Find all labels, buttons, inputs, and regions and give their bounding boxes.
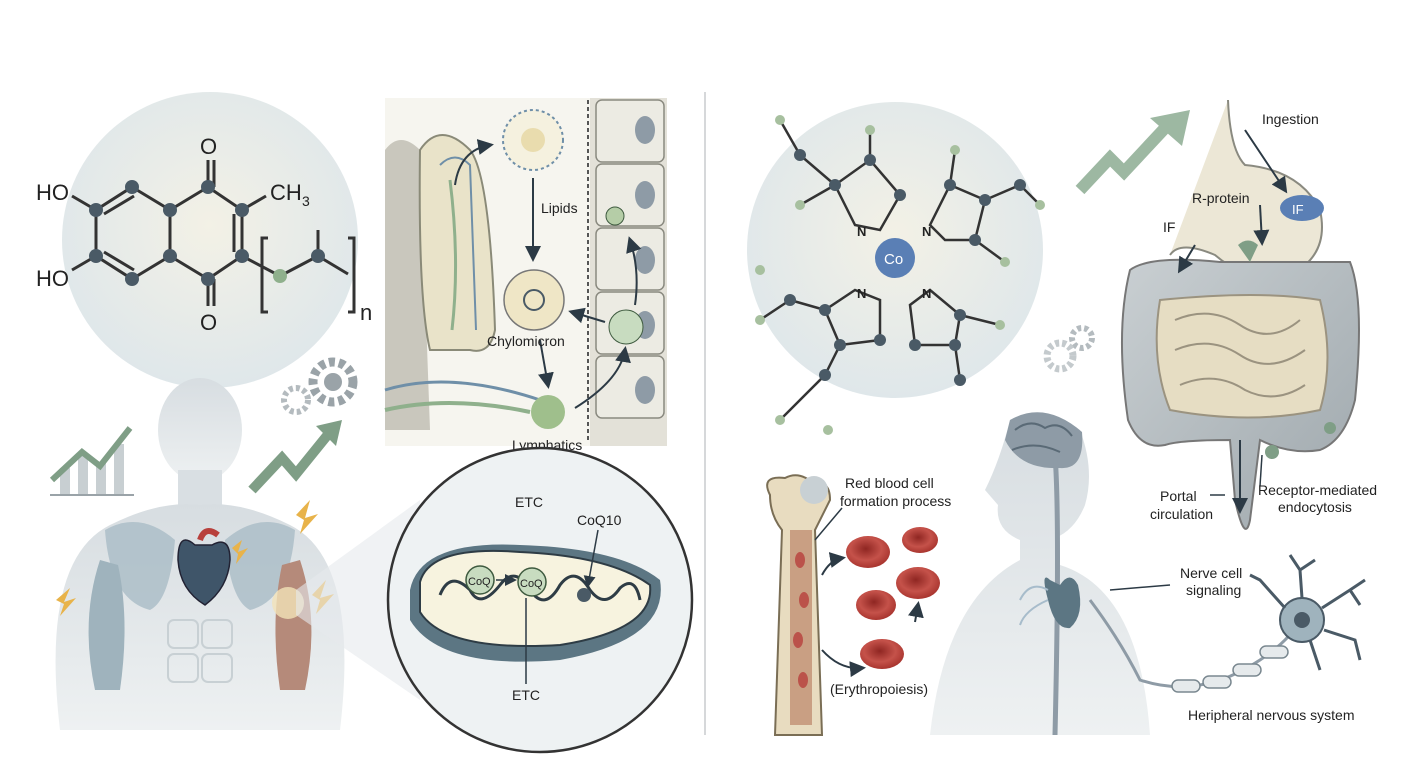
portal-label-2: circulation — [1150, 506, 1213, 522]
bone-marrow-erythropoiesis: Red blood cell formation process (Erythr… — [766, 474, 951, 736]
mitochondrion-zoom: ETC CoQ10 CoQ CoQ ETC — [386, 446, 694, 754]
ingestion-label: Ingestion — [1262, 111, 1319, 127]
nitrogen-1: N — [857, 224, 866, 239]
methyl-subscript: 3 — [302, 193, 310, 209]
r-protein-label: R-protein — [1192, 190, 1250, 206]
rbc-formation-label-1: Red blood cell — [845, 475, 934, 491]
receptor-label-2: endocytosis — [1278, 499, 1352, 515]
coq10-label: CoQ10 — [577, 512, 622, 528]
human-torso-figure — [55, 378, 345, 730]
ho-top-label: HO — [36, 180, 69, 205]
trend-arrow-icon — [248, 420, 342, 494]
cobalamin-structure: Co N N N N — [747, 102, 1045, 435]
erythropoiesis-label: (Erythropoiesis) — [830, 681, 928, 697]
coq10-structure: HO HO O O CH 3 n — [36, 92, 372, 388]
pns-label: Heripheral nervous system — [1188, 707, 1355, 723]
etc-bottom-label: ETC — [512, 687, 540, 703]
gears-icon — [281, 357, 358, 415]
digestive-system: IF Ingestion R-protein IF Portal circula… — [1120, 99, 1377, 530]
human-profile-nervous-system: Nerve cell signaling Heripheral nervous … — [930, 412, 1366, 736]
methyl-label: CH — [270, 180, 302, 205]
nitrogen-2: N — [922, 224, 931, 239]
right-trend-arrow-icon — [1075, 110, 1190, 195]
coq-node-1: CoQ — [468, 576, 491, 588]
nerve-signal-label-1: Nerve cell — [1180, 565, 1242, 581]
oxygen-bottom-label: O — [200, 310, 217, 335]
nitrogen-4: N — [922, 286, 931, 301]
chylomicron-label: Chylomicron — [487, 333, 565, 349]
if-label: IF — [1163, 219, 1175, 235]
receptor-label-1: Receptor-mediated — [1258, 482, 1377, 498]
nitrogen-3: N — [857, 286, 866, 301]
nerve-signal-label-2: signaling — [1186, 582, 1241, 598]
ho-bottom-label: HO — [36, 266, 69, 291]
if-badge: IF — [1292, 202, 1304, 217]
rbc-formation-label-2: formation process — [840, 493, 951, 509]
portal-label-1: Portal — [1160, 488, 1197, 504]
etc-top-label: ETC — [515, 494, 543, 510]
lipids-label: Lipids — [541, 200, 578, 216]
right-gears-icon — [1043, 325, 1095, 373]
intestinal-absorption-panel: Lipids Chylomicron Lymphatics — [384, 98, 667, 453]
coq-node-2: CoQ — [520, 578, 543, 590]
growth-chart-icon — [49, 426, 134, 496]
cobalt-center: Co — [884, 251, 903, 268]
oxygen-top-label: O — [200, 134, 217, 159]
repeat-unit-n: n — [360, 300, 372, 325]
zoom-projection — [296, 500, 420, 700]
